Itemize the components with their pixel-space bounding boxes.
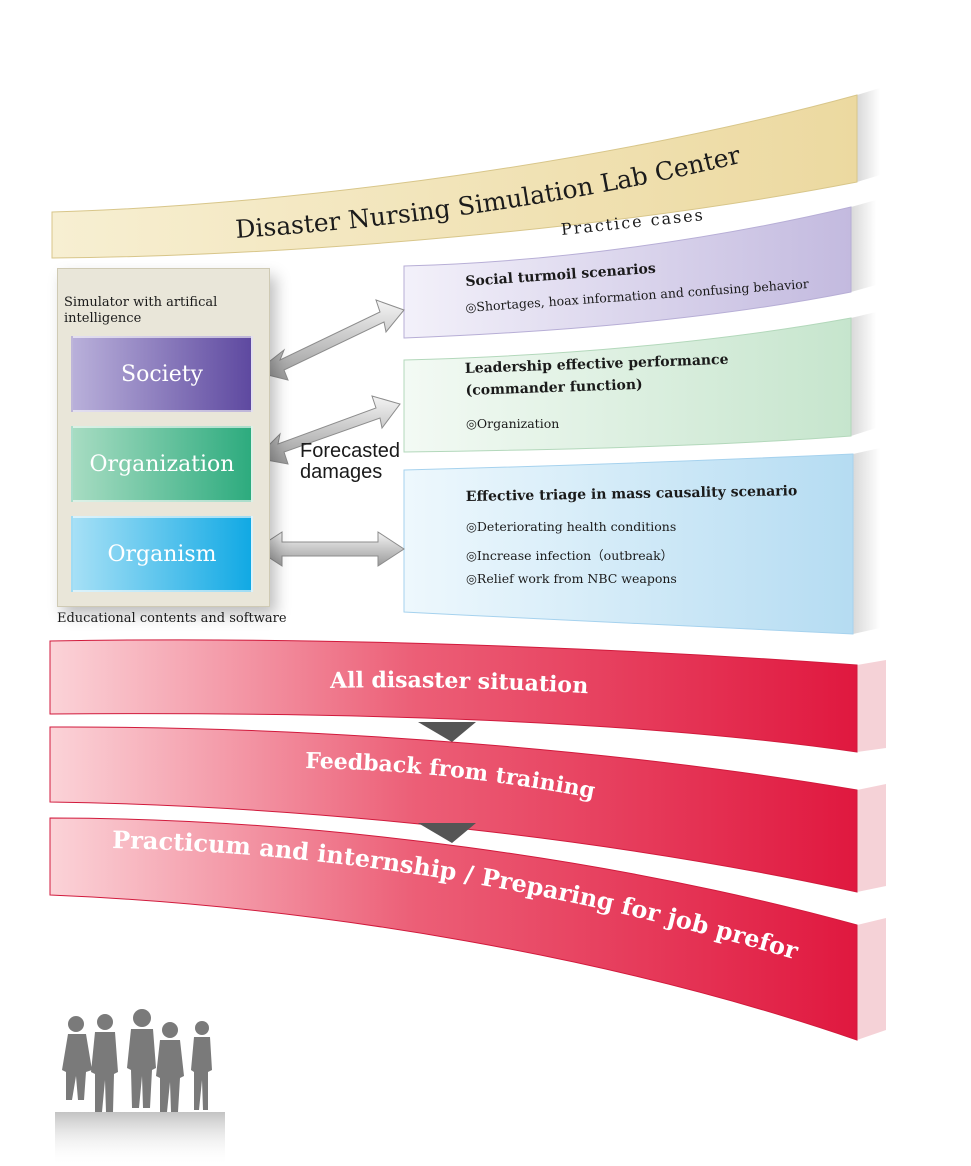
case-leadership-title: Leadership effective performance (comman… xyxy=(464,351,729,400)
arrow-society-social xyxy=(254,299,405,381)
down-arrow-1 xyxy=(418,722,476,742)
people-silhouettes xyxy=(55,1009,225,1166)
title-band-face xyxy=(51,94,858,259)
simulator-footer: Educational contents and software xyxy=(57,611,287,626)
segment-organization: Organization xyxy=(71,426,253,502)
band-all-disaster xyxy=(49,639,886,753)
down-arrow-2 xyxy=(418,823,476,843)
person-1 xyxy=(62,1016,92,1100)
person-4 xyxy=(156,1022,184,1112)
segment-organism: Organism xyxy=(71,516,253,592)
case-triage-item-1: ◎Deteriorating health conditions xyxy=(466,519,677,534)
band-feedback xyxy=(49,726,886,893)
case-triage-item-3: ◎Relief work from NBC weapons xyxy=(466,571,677,586)
case-triage-item-2: ◎Increase infection（outbreak） xyxy=(466,548,674,563)
case-leadership-item-1: ◎Organization xyxy=(466,416,560,431)
person-5 xyxy=(191,1021,212,1110)
simulator-heading: Simulator with artifical intelligence xyxy=(64,295,218,326)
title-band xyxy=(51,88,880,259)
arrow-organism-triage xyxy=(255,531,405,567)
segment-society: Society xyxy=(71,336,253,412)
person-3 xyxy=(127,1009,156,1108)
band-practicum xyxy=(49,817,886,1041)
forecast-label: Forecasted damages xyxy=(300,440,401,483)
case-panel-leadership xyxy=(403,312,876,453)
person-2 xyxy=(91,1014,118,1112)
people-reflection xyxy=(55,1112,225,1166)
arrow-organization-leadership xyxy=(254,395,401,465)
title-band-side xyxy=(857,88,880,182)
case-panel-social xyxy=(403,200,876,339)
case-panel-triage xyxy=(403,448,880,635)
